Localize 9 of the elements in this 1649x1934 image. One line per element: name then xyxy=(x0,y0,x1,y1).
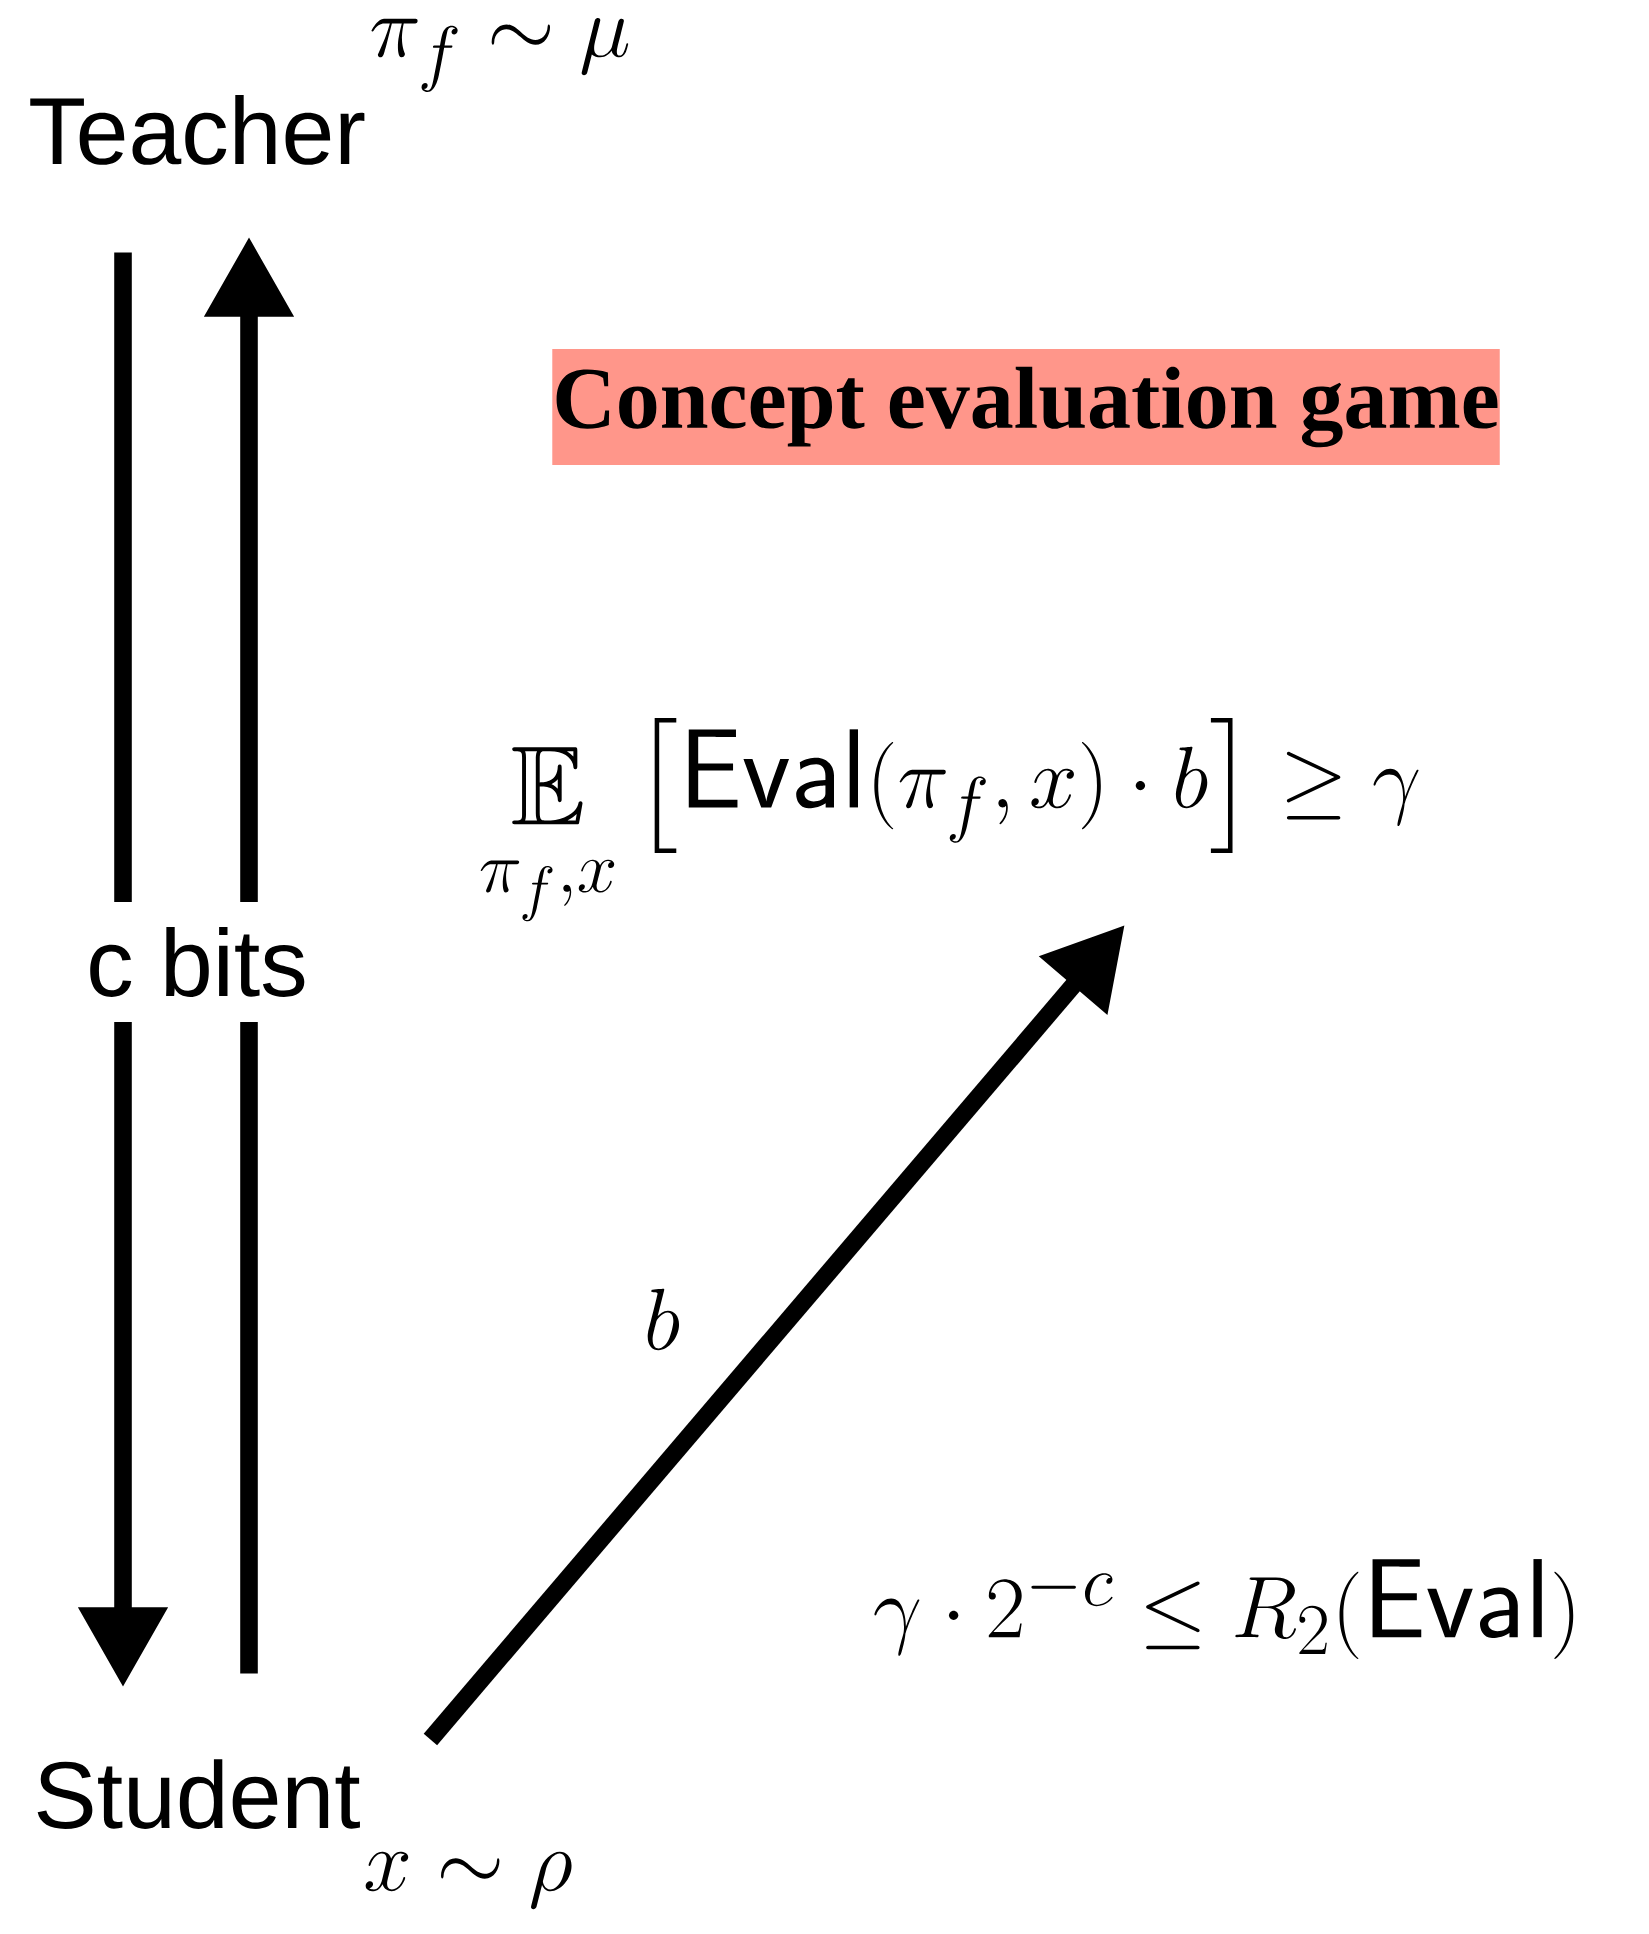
distribution-formula: $\pi_f \sim \mu$ xyxy=(371,17,629,92)
edge-label: c bits xyxy=(65,901,329,1023)
bound-formula: $\gamma\cdot 2^{-c}\leq R_2(\mathsf{Eval})$ xyxy=(874,1559,1574,1659)
role-label: Teacher xyxy=(30,95,365,165)
role-label: Student xyxy=(37,1759,360,1829)
edge-label: $b$ xyxy=(647,1288,680,1351)
distribution-formula: $x \sim \rho$ xyxy=(365,1851,572,1910)
expectation-formula: $\mathop{\mathbb{E}}\limits_{\pi_f, x}\left[\mathsf{Eval}(\pi_f, x)\cdot b\right]\geq\gamma$ xyxy=(480,718,1419,922)
title-banner: Concept evaluation game xyxy=(552,348,1500,466)
